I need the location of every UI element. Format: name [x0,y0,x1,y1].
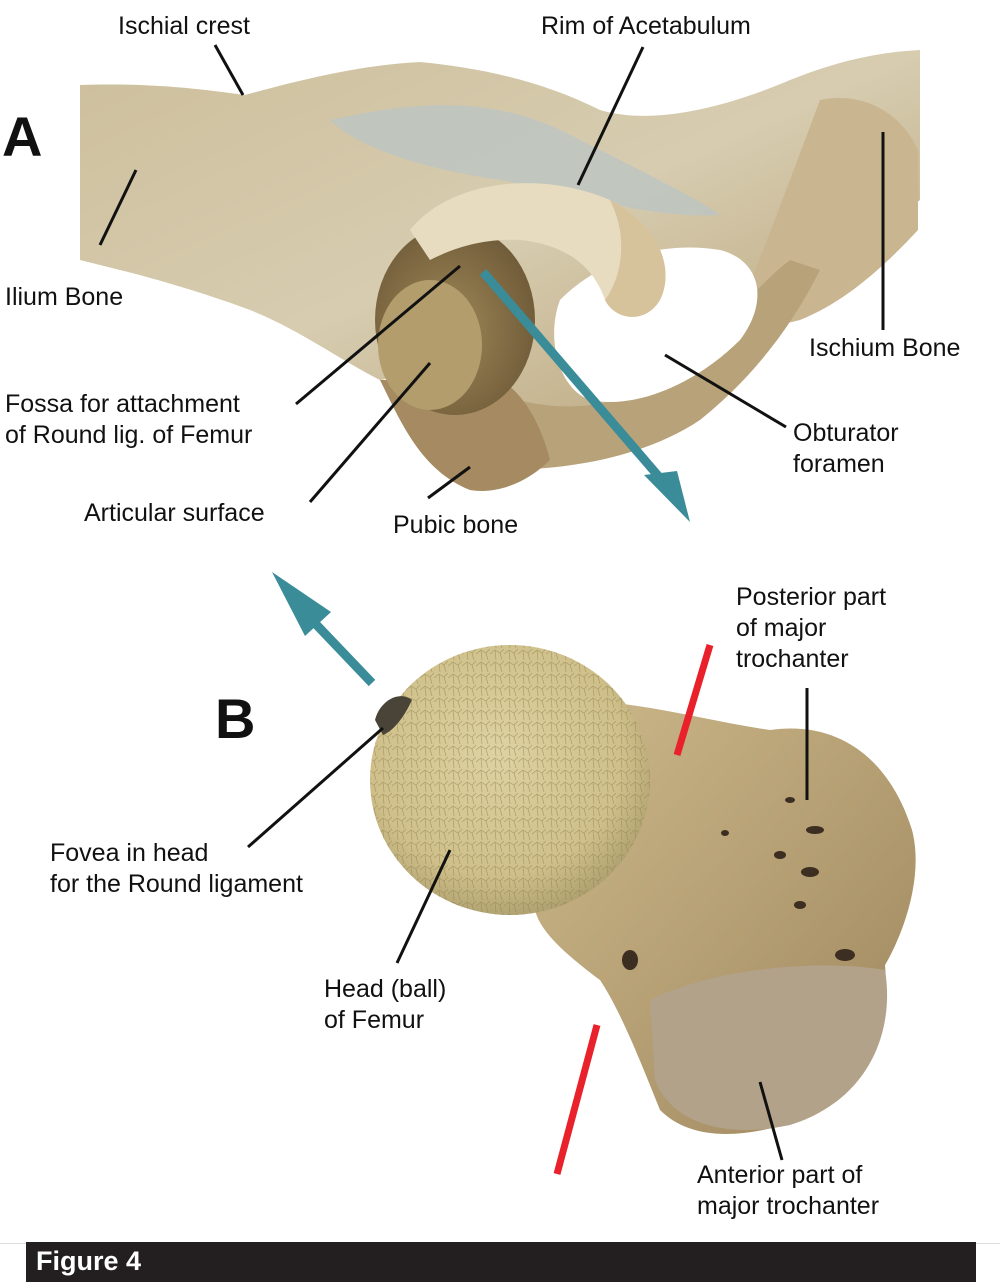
label-ischium-bone: Ischium Bone [809,334,961,362]
label-anterior-trochanter: Anterior part of major trochanter [697,1161,880,1220]
femur-illustration [370,645,916,1134]
leader-lines-a [98,44,885,503]
figure-caption-title: Figure 4 [36,1246,142,1276]
label-pubic-bone: Pubic bone [393,511,519,539]
direction-arrow-down-right-icon [479,269,690,522]
panel-label-a: A [2,105,43,168]
direction-arrow-up-left-icon [272,572,376,687]
panel-label-b: B [215,687,256,750]
label-ischial-crest: Ischial crest [118,12,250,40]
label-fossa-round-lig: Fossa for attachment of Round lig. of Fe… [5,390,253,449]
figure-caption-bar: Figure 4 [26,1242,976,1282]
label-articular-surface: Articular surface [84,499,265,527]
label-fovea: Fovea in head for the Round ligament [50,839,303,898]
cut-lines [553,643,714,1175]
label-rim-of-acetabulum: Rim of Acetabulum [541,12,751,40]
label-obturator-foramen: Obturator foramen [793,419,899,478]
label-posterior-trochanter: Posterior part of major trochanter [736,583,887,673]
hip-bone-illustration [80,50,920,491]
label-head-of-femur: Head (ball) of Femur [324,975,447,1034]
label-ilium-bone: Ilium Bone [5,283,124,311]
leader-lines-b [247,688,809,1161]
